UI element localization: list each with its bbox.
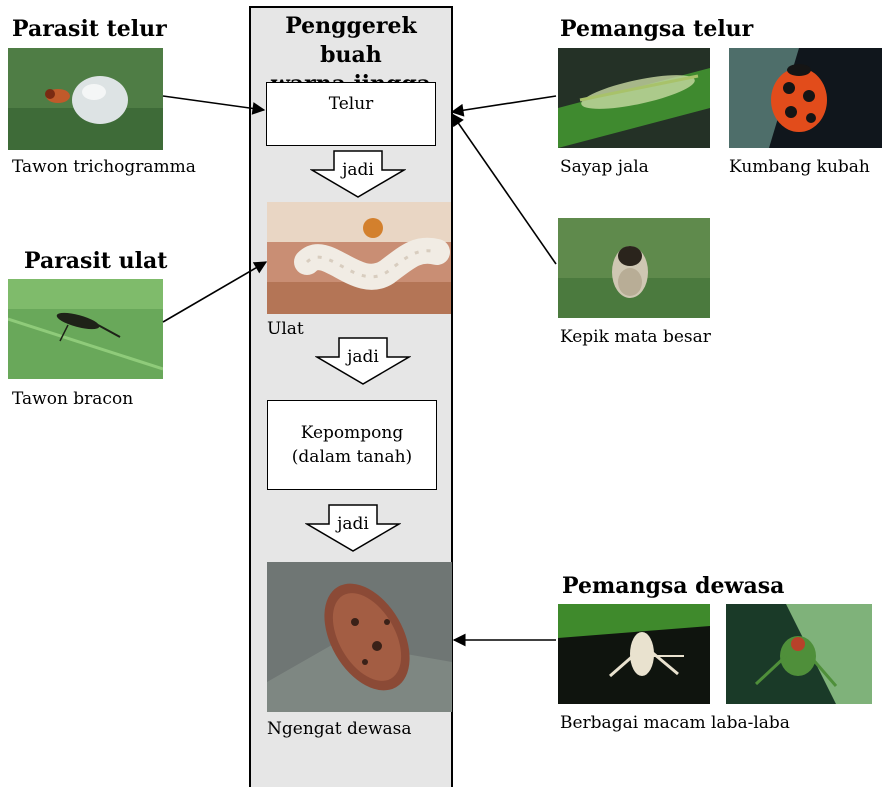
ladybird-caption: Kumbang kubah <box>729 156 870 178</box>
title-line-1: Penggerek buah <box>251 12 451 70</box>
transition-label-2: jadi <box>335 347 391 367</box>
lacewing-caption: Sayap jala <box>560 156 649 178</box>
transition-label-1: jadi <box>330 160 386 180</box>
arrow-bigeyed-bug-to-egg <box>452 114 556 264</box>
transition-label-3: jadi <box>325 514 381 534</box>
egg-parasite-heading: Parasit telur <box>12 16 167 42</box>
pupa-stage-box: Kepompong (dalam tanah) <box>267 400 437 490</box>
adult-predator-heading: Pemangsa dewasa <box>562 573 784 599</box>
egg-predator-heading: Pemangsa telur <box>560 16 753 42</box>
ladybird-photo <box>729 48 882 148</box>
trichogramma-photo <box>8 48 163 150</box>
spider-photo-1 <box>558 604 710 704</box>
spider-photo-2 <box>726 604 872 704</box>
bigeyed-bug-caption: Kepik mata besar <box>560 326 711 348</box>
trichogramma-caption: Tawon trichogramma <box>12 156 196 178</box>
egg-stage-box: Telur <box>266 82 436 146</box>
egg-stage-label: Telur <box>329 92 374 116</box>
spider-caption: Berbagai macam laba-laba <box>560 712 790 734</box>
adult-moth-photo <box>267 562 452 712</box>
adult-moth-caption: Ngengat dewasa <box>267 718 412 740</box>
pupa-stage-label-2: (dalam tanah) <box>292 445 412 469</box>
larva-parasite-heading: Parasit ulat <box>24 248 167 274</box>
bracon-caption: Tawon bracon <box>12 388 133 410</box>
pupa-stage-label-1: Kepompong <box>292 421 412 445</box>
bigeyed-bug-photo <box>558 218 710 318</box>
larva-photo <box>267 202 451 314</box>
larva-caption: Ulat <box>267 318 304 340</box>
bracon-photo <box>8 279 163 379</box>
arrow-lacewing-to-egg <box>452 96 556 112</box>
lacewing-photo <box>558 48 710 148</box>
